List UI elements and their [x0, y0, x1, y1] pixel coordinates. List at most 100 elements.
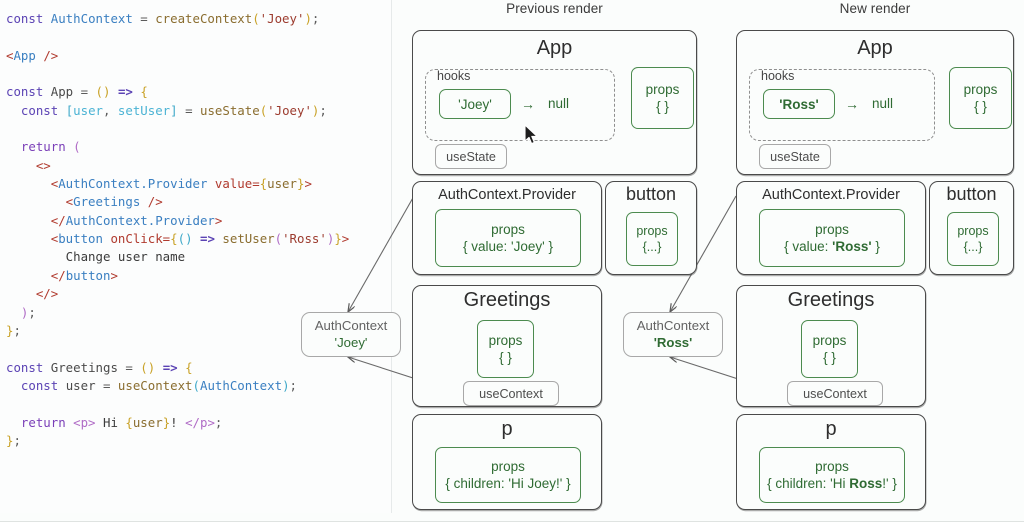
code-token: button: [65, 267, 111, 283]
new-app-props-value: { }: [974, 98, 987, 114]
code-token: Change user name: [6, 249, 186, 265]
code-token: />: [35, 47, 59, 63]
code-token: ): [311, 102, 320, 118]
new-usecontext-label: useContext: [803, 386, 867, 401]
prev-usestate-box[interactable]: useState: [435, 144, 507, 169]
prev-provider-props-label: props: [491, 221, 525, 237]
code-token: (: [177, 231, 186, 247]
code-token: <: [6, 194, 74, 210]
new-state-value: 'Ross': [779, 96, 819, 112]
code-token: (: [192, 377, 200, 393]
code-token: =>: [162, 359, 178, 375]
code-token: ;: [311, 11, 320, 26]
code-token: =: [252, 176, 260, 192]
code-token: button: [58, 231, 103, 247]
code-token: const: [6, 11, 51, 26]
code-token: {: [259, 176, 268, 192]
code-token: ): [326, 231, 335, 247]
new-p-props: props { children: 'Hi Ross!' }: [759, 447, 905, 503]
prev-button-props-label: props: [636, 223, 668, 238]
prev-app-props-label: props: [645, 81, 680, 97]
prev-greetings-card[interactable]: Greetings props { } useContext: [412, 285, 602, 407]
code-token: =: [95, 377, 118, 393]
prev-p-children-value: Joey: [527, 475, 557, 491]
code-token: useContext: [117, 377, 193, 393]
prev-usecontext-box[interactable]: useContext: [463, 381, 559, 406]
code-token: <>: [6, 157, 51, 173]
new-button-card[interactable]: button props {...}: [929, 181, 1014, 275]
new-authcontext-value: 'Ross': [653, 335, 693, 350]
code-line: </button>: [6, 267, 391, 285]
code-token: user: [132, 414, 163, 430]
prev-state-slot: 'Joey': [439, 89, 511, 119]
render-diagram: Previous render New render App hooks 'Jo…: [301, 0, 1024, 522]
new-button-props: props {...}: [947, 212, 999, 266]
new-state-next: null: [872, 96, 894, 111]
prev-button-title: button: [625, 184, 677, 204]
prev-provider-card[interactable]: AuthContext.Provider props { value: 'Joe…: [412, 181, 602, 275]
new-greetings-card[interactable]: Greetings props { } useContext: [736, 285, 926, 407]
prev-p-card[interactable]: p props { children: 'Hi Joey!' }: [412, 414, 602, 510]
code-token: const: [6, 102, 66, 118]
code-token: =>: [200, 231, 215, 247]
prev-p-props-label: props: [491, 458, 525, 474]
code-line: return (: [6, 138, 391, 156]
new-provider-title: AuthContext.Provider: [762, 187, 900, 203]
code-line: };: [6, 322, 391, 340]
prev-p-props-value: { children: 'Hi Joey!' }: [445, 475, 571, 491]
prev-button-props: props {...}: [626, 212, 678, 266]
mouse-cursor-icon: [524, 124, 538, 145]
code-token: <: [6, 47, 14, 63]
new-state-slot: 'Ross': [763, 89, 835, 119]
code-token: ;: [319, 102, 327, 118]
code-token: }: [6, 322, 14, 338]
new-app-title: App: [857, 37, 893, 59]
code-token: App: [13, 47, 36, 63]
code-token: !: [170, 414, 186, 430]
code-token: [155, 360, 162, 375]
code-token: App: [50, 84, 74, 100]
prev-greetings-title: Greetings: [463, 289, 551, 311]
new-usecontext-box[interactable]: useContext: [787, 381, 883, 406]
prev-p-title: p: [501, 418, 513, 440]
new-greetings-title: Greetings: [787, 289, 875, 311]
code-token: >: [214, 212, 223, 228]
new-state-arrow-icon: →: [845, 96, 859, 112]
code-line: <App />: [6, 47, 391, 65]
prev-app-card[interactable]: App hooks 'Joey' → null useState props {…: [412, 30, 697, 175]
code-token: ): [147, 359, 156, 375]
code-line: );: [6, 304, 391, 322]
prev-usecontext-label: useContext: [479, 386, 543, 401]
prev-hooks-label: hooks: [437, 69, 471, 83]
code-line: const user = useContext(AuthContext);: [6, 377, 391, 395]
prev-provider-props-value: { value: 'Joey' }: [463, 238, 553, 254]
new-usestate-box[interactable]: useState: [759, 144, 831, 169]
new-app-props-label: props: [963, 81, 998, 97]
prev-button-card[interactable]: button props {...}: [605, 181, 697, 275]
prev-authcontext-value: 'Joey': [334, 335, 368, 350]
new-app-props: props { }: [949, 67, 1012, 129]
previous-render-title: Previous render: [506, 1, 603, 16]
code-token: (: [73, 139, 81, 155]
code-token: user: [73, 102, 103, 118]
prev-usestate-label: useState: [446, 149, 496, 164]
code-line: return <p> Hi {user}! </p>;: [6, 414, 391, 432]
code-token: <: [6, 231, 59, 247]
code-token: ;: [13, 432, 21, 448]
code-token: =: [132, 11, 156, 26]
code-line: <>: [6, 157, 391, 175]
code-token: 'Ross': [282, 231, 327, 247]
code-line: <Greetings />: [6, 193, 391, 211]
prev-authcontext-callout: AuthContext 'Joey': [301, 312, 401, 357]
prev-p-props: props { children: 'Hi Joey!' }: [435, 447, 581, 503]
prev-provider-value: 'Joey': [511, 238, 545, 254]
prev-app-props: props { }: [631, 67, 694, 129]
prev-state-arrow-icon: →: [521, 96, 535, 112]
code-token: AuthContext.Provider: [58, 176, 208, 192]
new-provider-card[interactable]: AuthContext.Provider props { value: 'Ros…: [736, 181, 926, 275]
code-line: [6, 395, 391, 413]
code-token: }: [334, 231, 342, 247]
new-p-card[interactable]: p props { children: 'Hi Ross!' }: [736, 414, 926, 510]
code-line: </>: [6, 285, 391, 303]
new-app-card[interactable]: App hooks 'Ross' → null useState props {…: [736, 30, 1014, 175]
